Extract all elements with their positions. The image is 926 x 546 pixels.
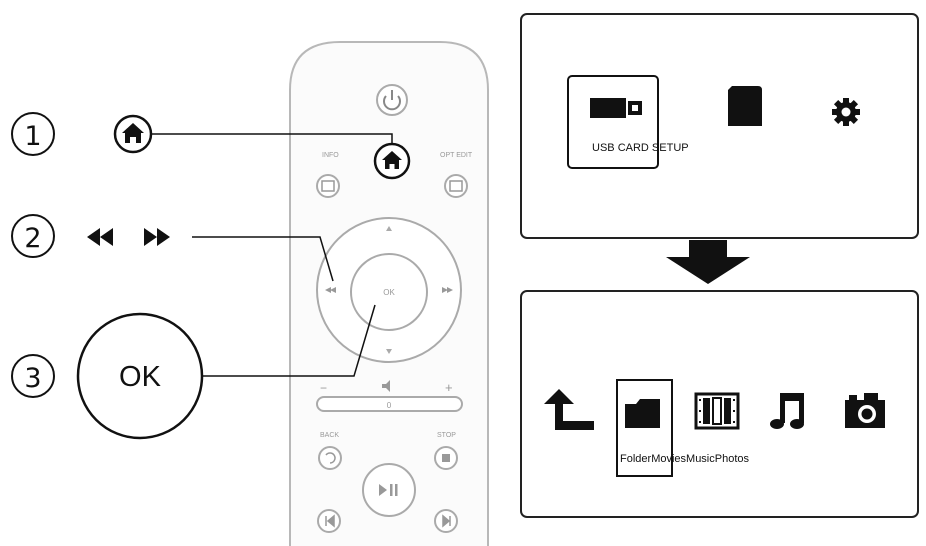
- remote-plus-label: +: [445, 380, 453, 395]
- selected-item-highlight: [616, 379, 673, 477]
- power-icon: [383, 95, 401, 111]
- home-item-label: SETUP: [652, 142, 689, 154]
- step-number-circle: [11, 354, 55, 398]
- step-number: 3: [24, 363, 41, 394]
- transition-arrow-icon: [666, 240, 750, 284]
- ok-button[interactable]: OK: [76, 312, 204, 440]
- step-3: 3 OK: [11, 304, 376, 440]
- sd-card-icon: [728, 86, 762, 126]
- step-1: 1: [11, 112, 393, 156]
- callout-line-home: [152, 133, 393, 144]
- camera-icon: [845, 393, 885, 428]
- remote-zero-label: 0: [387, 401, 392, 410]
- next-icon: [442, 514, 451, 528]
- music-note-icon: [770, 393, 804, 429]
- gear-icon: [832, 98, 860, 126]
- home-screen-labels: USB CARD SETUP: [592, 142, 689, 154]
- media-item-back[interactable]: [544, 389, 594, 430]
- media-item-movies[interactable]: [694, 392, 740, 430]
- media-item-label: Music: [686, 453, 715, 465]
- remote-stop-label: STOP: [437, 432, 456, 439]
- ok-button-label: OK: [119, 361, 162, 393]
- forward-small-icon: [442, 287, 453, 293]
- media-item-music[interactable]: [770, 393, 804, 429]
- home-button[interactable]: [113, 114, 153, 154]
- mute-icon: [382, 380, 390, 392]
- remote-power-button[interactable]: [376, 84, 408, 116]
- rewind-icon[interactable]: [87, 228, 113, 246]
- remote-play-pause-button[interactable]: [362, 463, 416, 517]
- home-screen-frame: [520, 13, 919, 239]
- remote-stop-button[interactable]: [434, 446, 458, 470]
- home-item-setup[interactable]: [832, 98, 860, 126]
- back-icon: [325, 452, 336, 464]
- step-2: 2: [11, 214, 334, 282]
- remote-previous-button[interactable]: [317, 509, 341, 533]
- remote-ok-label: OK: [383, 288, 395, 297]
- info-icon: [321, 180, 335, 192]
- remote-info-label: INFO: [322, 152, 339, 159]
- remote-info-button[interactable]: [316, 174, 340, 198]
- remote-back-button[interactable]: [318, 446, 342, 470]
- step-number-circle: [11, 214, 55, 258]
- home-item-card[interactable]: [728, 86, 762, 126]
- media-item-label: Movies: [651, 453, 686, 465]
- remote-home-button[interactable]: [373, 142, 411, 180]
- step-number-circle: [11, 112, 55, 156]
- fast-forward-icon[interactable]: [144, 228, 170, 246]
- home-icon: [382, 151, 402, 169]
- home-item-label: CARD: [618, 142, 649, 154]
- media-item-folder[interactable]: [625, 399, 660, 428]
- remote-control: INFO OPT EDIT OK − +: [289, 41, 489, 546]
- remote-next-button[interactable]: [434, 509, 458, 533]
- media-item-photos[interactable]: [845, 393, 885, 428]
- options-icon: [449, 180, 463, 192]
- home-icon: [122, 123, 144, 143]
- remote-volume-bar[interactable]: [316, 396, 463, 412]
- callout-line-ok: [202, 304, 376, 377]
- remote-options-button[interactable]: [444, 174, 468, 198]
- step-number: 1: [24, 121, 41, 152]
- selected-item-highlight: [567, 75, 659, 169]
- media-screen-panel: FolderMoviesMusicPhotos: [520, 290, 919, 518]
- film-icon: [694, 392, 740, 430]
- back-arrow-icon: [544, 389, 594, 430]
- folder-icon: [625, 399, 660, 428]
- remote-ok-button[interactable]: OK: [350, 253, 428, 331]
- home-screen-panel: USB CARD SETUP: [520, 13, 919, 239]
- up-arrow-icon: [386, 226, 392, 231]
- media-item-label: Folder: [620, 453, 652, 465]
- remote-minus-label: −: [320, 381, 327, 395]
- remote-back-label: BACK: [320, 432, 339, 439]
- home-item-label: USB: [592, 142, 615, 154]
- down-arrow-icon: [386, 349, 392, 354]
- remote-options-label: OPT EDIT: [440, 152, 473, 159]
- media-screen-labels: FolderMoviesMusicPhotos: [620, 453, 750, 465]
- play-pause-icon: [379, 484, 387, 496]
- media-item-label: Photos: [715, 453, 750, 465]
- home-item-usb[interactable]: [590, 98, 642, 118]
- stop-icon: [442, 454, 450, 462]
- callout-line-arrows: [192, 236, 334, 282]
- usb-drive-icon: [590, 98, 626, 118]
- rewind-small-icon: [325, 287, 336, 293]
- step-number: 2: [24, 223, 41, 254]
- previous-icon: [325, 514, 335, 528]
